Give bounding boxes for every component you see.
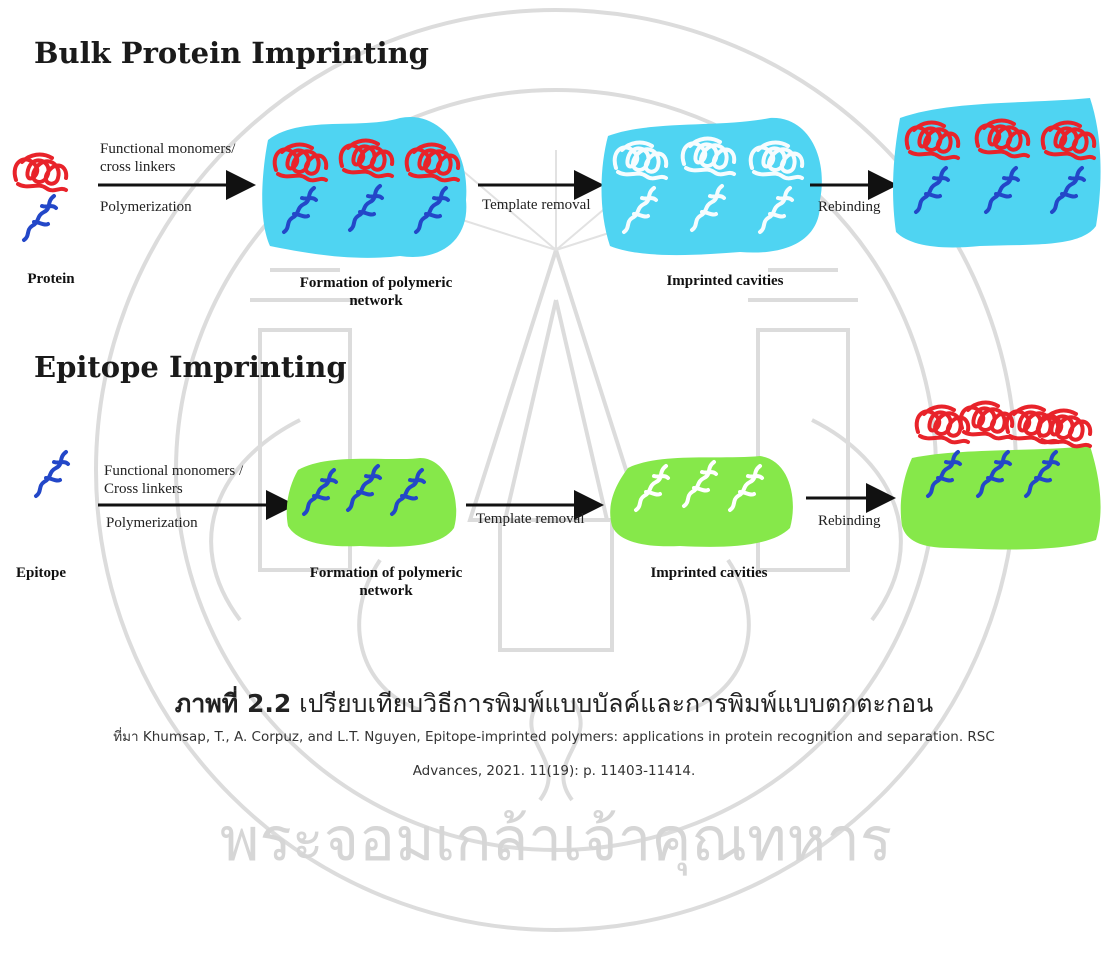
bulk-protein-template — [15, 155, 67, 240]
figure-source-line2: Advances, 2021. 11(19): p. 11403-11414. — [0, 754, 1108, 788]
bulk-section-title: Bulk Protein Imprinting — [34, 36, 429, 70]
stage-protein: Protein — [6, 270, 96, 288]
bulk-stage-formation-line2: network — [349, 293, 402, 309]
watermark-text: พระจอมเกล้าเจ้าคุณทหาร — [220, 805, 892, 876]
bulk-stage-formation: Formation of polymeric network — [276, 274, 476, 310]
epitope-arrow2-label: Template removal — [476, 510, 585, 529]
epitope-stage-cavities: Imprinted cavities — [614, 564, 804, 582]
bulk-arrow1-label-top: Functional monomers/ — [100, 140, 235, 159]
epitope-stage-formation-line1: Formation of polymeric — [310, 565, 462, 581]
epitope-stage-formation-line2: network — [359, 583, 412, 599]
figure-caption-text: เปรียบเทียบวิธีการพิมพ์แบบบัลค์และการพิม… — [291, 689, 933, 718]
bulk-arrow2-label: Template removal — [482, 196, 591, 215]
figure-number: ภาพที่ 2.2 — [175, 689, 291, 718]
bulk-arrow1-label-bottom: Polymerization — [100, 198, 192, 217]
figure-caption: ภาพที่ 2.2 เปรียบเทียบวิธีการพิมพ์แบบบัล… — [0, 684, 1108, 724]
epitope-arrow1-label-top2: Cross linkers — [104, 480, 183, 499]
bulk-stage-cavities: Imprinted cavities — [630, 272, 820, 290]
epitope-arrow3-label: Rebinding — [818, 512, 881, 531]
epitope-cavities-matrix — [610, 456, 793, 547]
figure-source-line1: ที่มา Khumsap, T., A. Corpuz, and L.T. N… — [0, 720, 1108, 754]
epitope-stage-formation: Formation of polymeric network — [286, 564, 486, 600]
bulk-polymer-matrix — [262, 117, 466, 258]
epitope-arrow1-label-bottom: Polymerization — [106, 514, 198, 533]
bulk-arrow3-label: Rebinding — [818, 198, 881, 217]
epitope-template — [36, 452, 68, 496]
imprinting-diagram — [0, 0, 1108, 640]
bulk-stage-formation-line1: Formation of polymeric — [300, 275, 452, 291]
bulk-arrow1-label-top2: cross linkers — [100, 158, 175, 177]
epitope-section-title: Epitope Imprinting — [34, 350, 347, 384]
stage-epitope: Epitope — [16, 564, 116, 582]
epitope-arrow1-label-top: Functional monomers / — [104, 462, 243, 481]
